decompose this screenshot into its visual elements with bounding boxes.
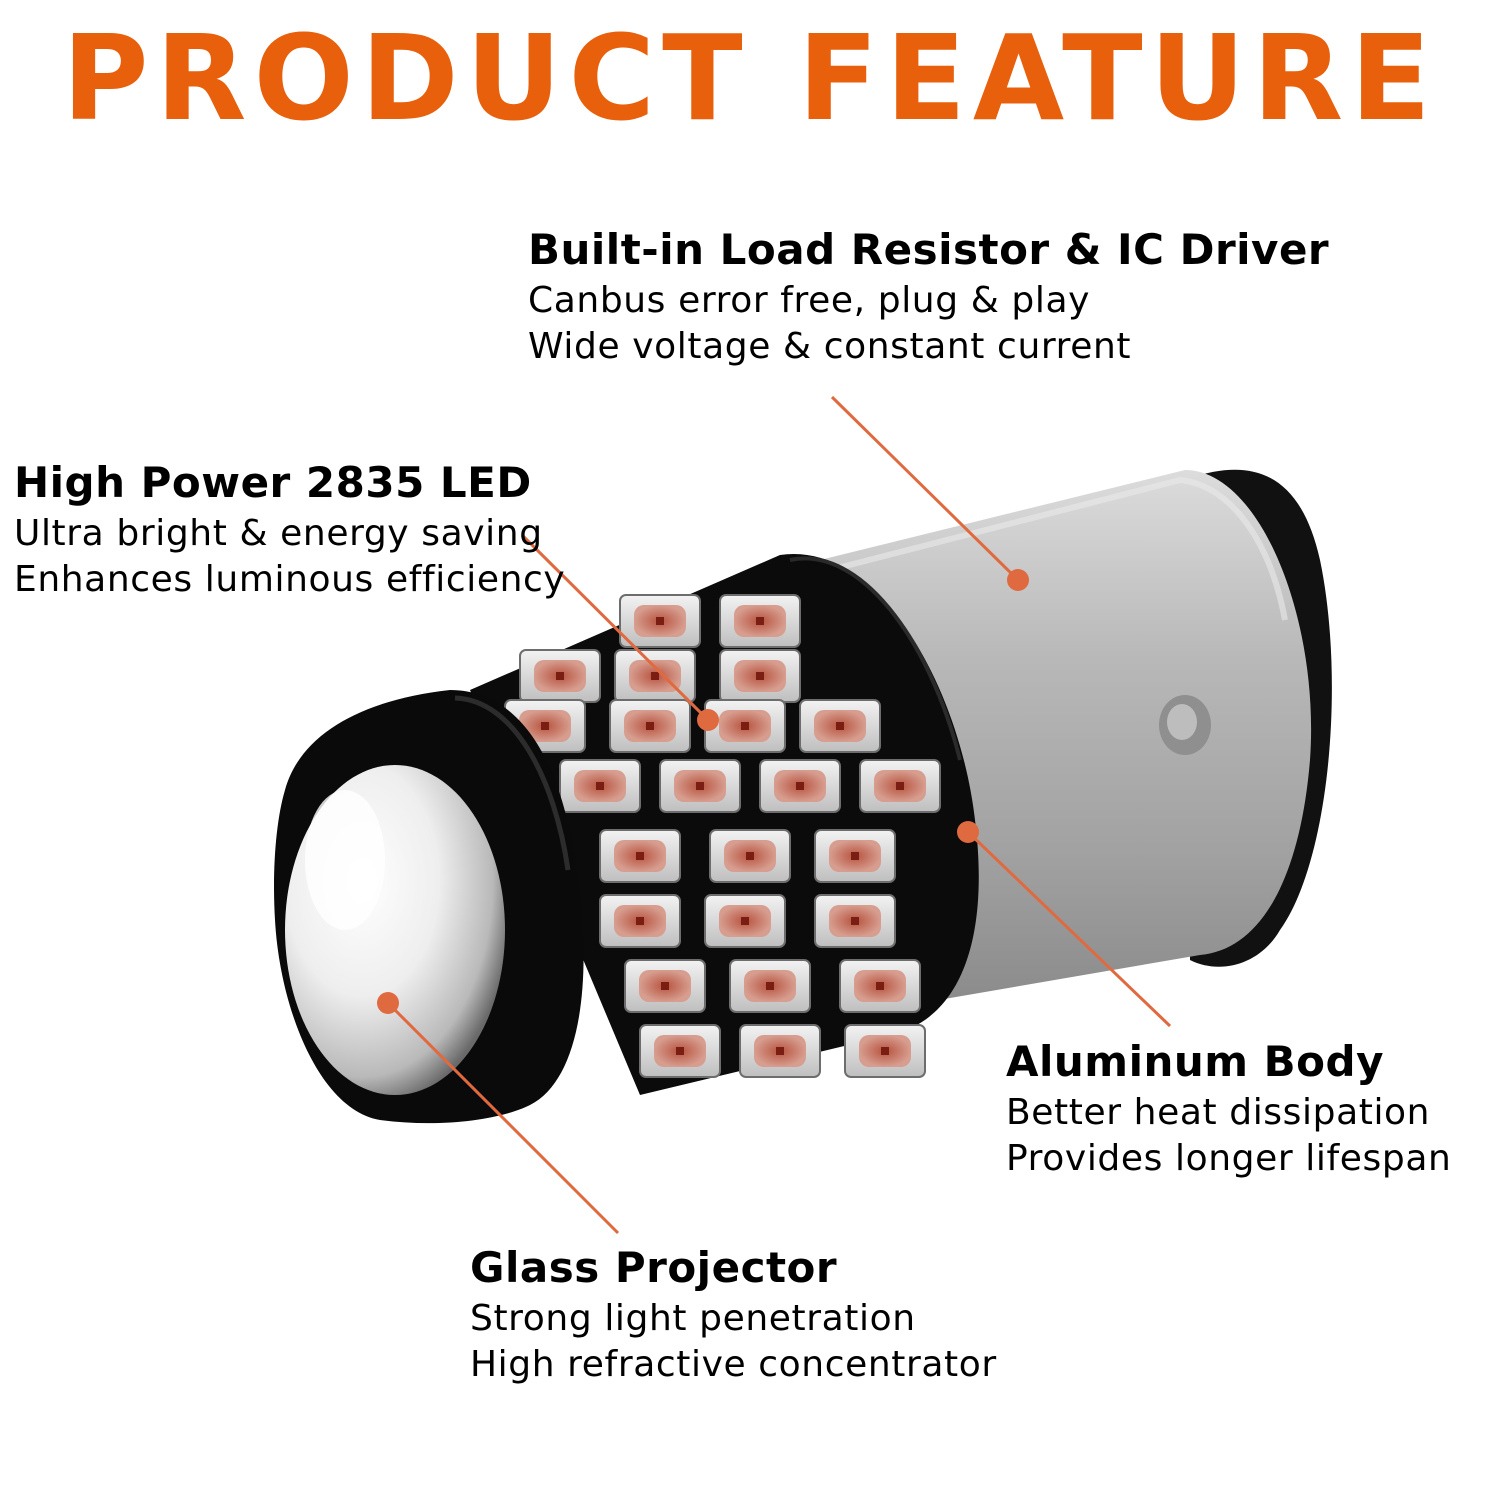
feature-line: Provides longer lifespan — [1006, 1138, 1452, 1179]
feature-line: Enhances luminous efficiency — [14, 559, 566, 600]
glass-projector-lens — [285, 765, 505, 1095]
led-chip — [559, 759, 641, 813]
feature-line: Canbus error free, plug & play — [528, 280, 1091, 321]
led-chip — [599, 829, 681, 883]
feature-title: Built-in Load Resistor & IC Driver — [528, 225, 1330, 274]
led-chip — [624, 959, 706, 1013]
led-chip — [844, 1024, 926, 1078]
led-chip — [739, 1024, 821, 1078]
led-chip — [799, 699, 881, 753]
page-title: PRODUCT FEATURE — [62, 9, 1438, 147]
led-chip — [729, 959, 811, 1013]
feature-title: High Power 2835 LED — [14, 458, 532, 507]
feature-title: Glass Projector — [470, 1243, 838, 1292]
led-chip — [519, 649, 601, 703]
led-chip — [709, 829, 791, 883]
led-chip — [639, 1024, 721, 1078]
callout-glass — [377, 992, 620, 1235]
led-chip — [859, 759, 941, 813]
led-chip — [609, 699, 691, 753]
feature-glass-projector: Glass Projector Strong light penetration… — [470, 1240, 997, 1388]
led-chip — [814, 829, 896, 883]
feature-line: Strong light penetration — [470, 1298, 916, 1339]
led-chip — [839, 959, 921, 1013]
feature-high-power-led: High Power 2835 LED Ultra bright & energ… — [14, 455, 565, 603]
led-chip — [704, 699, 786, 753]
feature-line: High refractive concentrator — [470, 1344, 997, 1385]
led-chip-array — [504, 594, 941, 1078]
feature-aluminum-body: Aluminum Body Better heat dissipation Pr… — [1006, 1034, 1451, 1182]
led-chip — [719, 594, 801, 648]
feature-line: Wide voltage & constant current — [528, 326, 1132, 367]
led-chip — [619, 594, 701, 648]
led-chip — [599, 894, 681, 948]
callout-resistor — [830, 395, 1029, 591]
callout-led — [520, 533, 719, 731]
led-chip — [659, 759, 741, 813]
feature-title: Aluminum Body — [1006, 1037, 1384, 1086]
feature-load-resistor: Built-in Load Resistor & IC Driver Canbu… — [528, 222, 1329, 370]
feature-line: Ultra bright & energy saving — [14, 513, 543, 554]
led-chip — [759, 759, 841, 813]
callout-body — [957, 821, 1172, 1028]
led-chip — [719, 649, 801, 703]
feature-line: Better heat dissipation — [1006, 1092, 1431, 1133]
led-chip — [704, 894, 786, 948]
led-chip — [814, 894, 896, 948]
